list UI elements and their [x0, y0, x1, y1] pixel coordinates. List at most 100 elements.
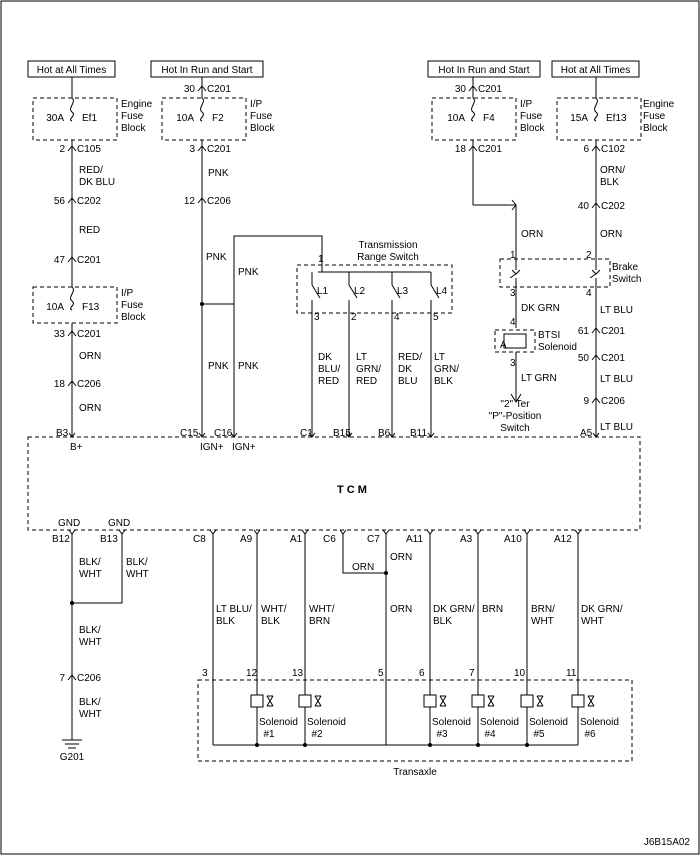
- tcm-pin-function-label: IGN+: [200, 442, 224, 453]
- wire-color-label: RED/: [398, 352, 422, 363]
- wire-color-label: DK GRN: [521, 303, 560, 314]
- tcm-pin-icon: [345, 432, 353, 438]
- tcm-pin-a12: A12: [554, 534, 572, 545]
- wire-color-label: ORN/: [600, 165, 625, 176]
- fuse-block-label: Block: [250, 123, 275, 134]
- wire-color-label: BLU: [398, 376, 417, 387]
- tcm-pin-icon: [427, 432, 435, 438]
- wire-color-label: WHT: [581, 616, 604, 627]
- power-source-label: Hot In Run and Start: [438, 65, 529, 76]
- brake-switch-pin: 1: [510, 250, 516, 261]
- connector-c202-icon: [67, 197, 77, 204]
- tcm-box: [27, 436, 641, 531]
- tcm-pin-function-label: GND: [58, 518, 80, 529]
- splice-dot: [70, 601, 74, 605]
- connector-name: C201: [601, 326, 625, 337]
- connector-pin-number: 40: [578, 201, 590, 212]
- tcm-pin-b3: B3: [56, 428, 69, 439]
- solenoid-number: #1: [263, 729, 275, 740]
- tcm-pin-b12: B12: [52, 534, 70, 545]
- wire-color-label: ORN: [600, 229, 622, 240]
- transaxle-pin: 6: [419, 668, 425, 679]
- tcm-pin-icon: [301, 529, 309, 535]
- transmission-range-switch-box: [296, 264, 453, 314]
- solenoid-coil-icon: [250, 694, 264, 708]
- solenoid-diode-icon: [536, 695, 544, 707]
- wire-color-label: PNK: [208, 168, 229, 179]
- tcm-pin-c8: C8: [193, 534, 206, 545]
- brake-switch-label: Brake: [612, 262, 639, 273]
- solenoid-number: #6: [584, 729, 596, 740]
- tcm-pin-icon: [118, 529, 126, 535]
- tcm-pin-icon: [253, 529, 261, 535]
- connector-pin-number: 30: [455, 84, 467, 95]
- transaxle-pin: 3: [202, 668, 208, 679]
- connector-pin-number: 50: [578, 353, 590, 364]
- connector-pin-number: 33: [54, 329, 66, 340]
- range-switch-contact: L1: [317, 286, 329, 297]
- wire-color-label: LT BLU: [600, 305, 633, 316]
- connector-pin-number: 18: [54, 379, 66, 390]
- btsi-coil-icon: [503, 333, 527, 349]
- connector-pin-number: 30: [184, 84, 196, 95]
- solenoid-coil-icon: [471, 694, 485, 708]
- wire-color-label: BLK/: [126, 557, 148, 568]
- fuse-block-label: Fuse: [520, 111, 543, 122]
- range-switch-pin: 4: [394, 312, 400, 323]
- solenoid-label: Solenoid: [432, 717, 471, 728]
- connector-name: C201: [77, 329, 101, 340]
- solenoid-diode-icon: [266, 695, 274, 707]
- power-source-label: Hot at All Times: [37, 65, 106, 76]
- wire-color-label: BLK: [433, 616, 452, 627]
- solenoid-label: Solenoid: [580, 717, 619, 728]
- connector-pin-number: 56: [54, 196, 66, 207]
- fuse-block-label: Block: [643, 123, 668, 134]
- transaxle-pin: 10: [514, 668, 526, 679]
- wire-color-label: ORN: [390, 552, 412, 563]
- ter-position-switch-label: Switch: [500, 423, 529, 434]
- wire-color-label: WHT/: [309, 604, 335, 615]
- power-source-box: [551, 60, 640, 78]
- fuse-block-box: [556, 97, 642, 141]
- wire-color-label: BLK: [261, 616, 280, 627]
- power-source-box: [427, 60, 541, 78]
- solenoid-diode-icon: [587, 695, 595, 707]
- tcm-pin-icon: [382, 529, 390, 535]
- solenoid-number: #3: [436, 729, 448, 740]
- wire-color-label: ORN: [390, 604, 412, 615]
- fuse-ef1-icon: [70, 97, 74, 122]
- transaxle-pin: 5: [378, 668, 384, 679]
- switch-contact-icon: [311, 284, 321, 299]
- wire-color-label: WHT/: [261, 604, 287, 615]
- tcm-pin-function-label: IGN+: [232, 442, 256, 453]
- wire-color-label: RED/: [79, 165, 103, 176]
- connector-pin-number: 18: [455, 144, 467, 155]
- connector-c206-icon: [67, 380, 77, 387]
- solenoid-coil-icon: [298, 694, 312, 708]
- wire-color-label: WHT: [126, 569, 149, 580]
- fuse-block-label: Block: [121, 123, 146, 134]
- solenoid-label: Solenoid: [259, 717, 298, 728]
- diagram-marks: [27, 60, 642, 762]
- tcm-pin-icon: [474, 529, 482, 535]
- wire-color-label: DK: [318, 352, 332, 363]
- connector-pin-number: 2: [59, 144, 65, 155]
- tcm-pin-a3: A3: [460, 534, 473, 545]
- connector-c201-icon: [197, 85, 207, 92]
- tcm-pin-b13: B13: [100, 534, 118, 545]
- tcm-pin-a11: A11: [406, 534, 423, 545]
- tcm-pin-c16: C16: [214, 428, 233, 439]
- tcm-pin-icon: [230, 432, 238, 438]
- tcm-pin-icon: [209, 529, 217, 535]
- tcm-pin-icon: [308, 432, 316, 438]
- wire-arrow-icon: [510, 393, 522, 403]
- wire-color-label: RED: [79, 225, 100, 236]
- solenoid-label: Solenoid: [307, 717, 346, 728]
- wire-color-label: ORN: [521, 229, 543, 240]
- wire-segment: [342, 534, 386, 574]
- tcm-pin-icon: [592, 432, 600, 438]
- switch-contact-icon: [348, 284, 358, 299]
- wire-color-label: DK BLU: [79, 177, 115, 188]
- fuse-block-box: [32, 286, 118, 324]
